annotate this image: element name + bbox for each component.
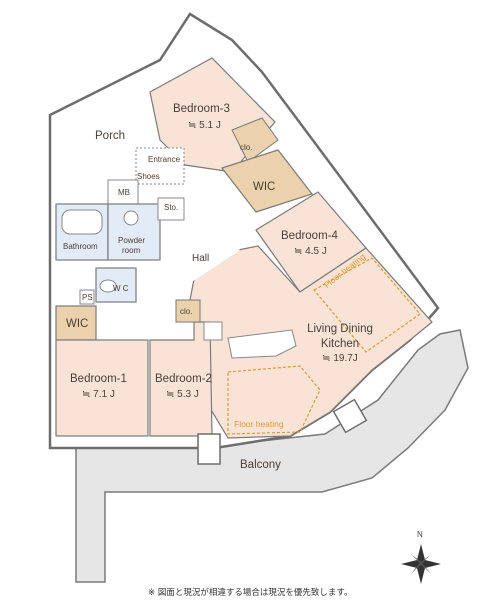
bedroom-2-size: ≒ 5.3 J — [166, 389, 199, 400]
hall-area — [140, 222, 240, 300]
entrance-label: Entrance — [148, 155, 181, 164]
hall-label: Hall — [192, 253, 210, 264]
wic-left-area — [55, 305, 97, 341]
bedroom-3-name: Bedroom-3 — [173, 103, 230, 115]
wic-top-label: WIC — [253, 181, 276, 193]
mb-area — [107, 179, 139, 207]
toilet — [99, 279, 117, 293]
floor-heating-label-2: Floor heating — [234, 419, 284, 429]
bedroom-3-size: ≒ 5.1 J — [188, 120, 221, 131]
bedroom-2-closet — [175, 299, 201, 323]
floor-heating-zone-2 — [227, 365, 321, 435]
clo-top-label: clo. — [240, 143, 253, 152]
compass-rose — [401, 544, 441, 584]
bedroom-1-area — [55, 339, 149, 437]
powder-room-label-2: room — [122, 246, 141, 255]
column — [197, 433, 221, 465]
bedroom-1-name: Bedroom-1 — [70, 373, 127, 385]
bedroom-2-name: Bedroom-2 — [155, 373, 212, 385]
north-label: N — [417, 530, 423, 539]
balcony-label: Balcony — [240, 459, 281, 471]
stove — [203, 321, 223, 341]
ldk-name-line2: Kitchen — [320, 338, 360, 350]
kitchen-counter — [227, 329, 297, 359]
bedroom-3-closet — [231, 117, 279, 163]
entrance-area — [135, 147, 185, 185]
ps-label: PS — [82, 293, 93, 302]
bedroom-4-name: Bedroom-4 — [281, 230, 338, 242]
shoes-label: Shoes — [137, 172, 160, 181]
washbasin — [123, 210, 139, 226]
sto-label: Sto. — [164, 203, 179, 212]
mb-label: MB — [118, 188, 130, 197]
wc-label: W C — [113, 284, 129, 293]
ldk-name-line1: Living Dining — [307, 323, 373, 335]
bedroom-1-size: ≒ 7.1 J — [82, 389, 115, 400]
wic-left-label: WIC — [66, 318, 89, 330]
column — [332, 398, 368, 434]
powder-room-label-1: Powder — [118, 236, 146, 245]
wic-top-area — [221, 149, 313, 213]
bathtub — [61, 209, 103, 235]
ps-area — [79, 289, 95, 305]
porch-label: Porch — [95, 130, 126, 142]
disclaimer-note: ※ 図面と現況が相違する場合は現況を優先致します。 — [148, 588, 353, 598]
bathroom-label: Bathroom — [63, 242, 98, 251]
sto-area — [157, 197, 185, 221]
bedroom-4-size: ≒ 4.5 J — [294, 246, 327, 257]
clo-mid-label: clo. — [180, 307, 193, 316]
ldk-size: ≒ 19.7J — [322, 353, 358, 364]
